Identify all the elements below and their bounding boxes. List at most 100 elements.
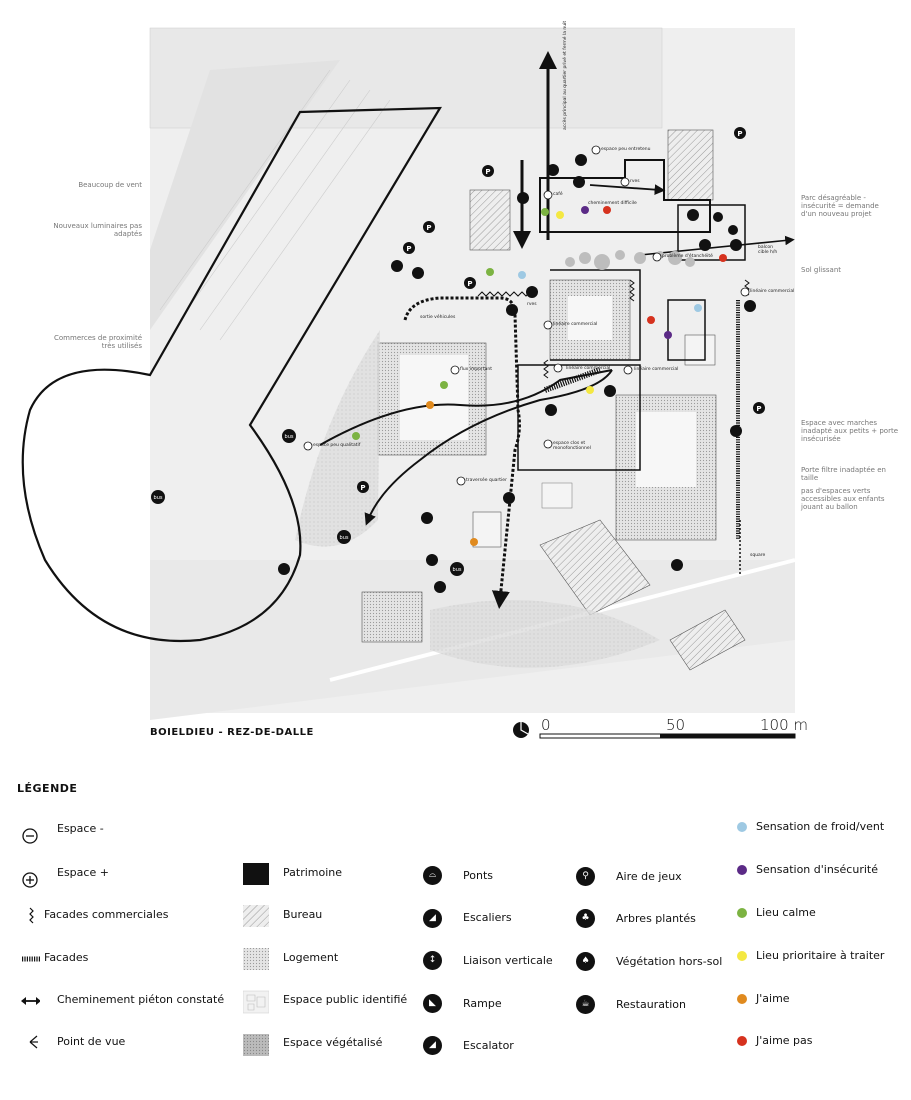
parking-icons: [357, 127, 765, 493]
annotation-vent: Beaucoup de vent: [78, 181, 142, 189]
legend-jaime: J'aime: [756, 992, 790, 1005]
dot-insecurite: [737, 865, 747, 875]
legend-title: LÉGENDE: [17, 782, 78, 795]
viewpoint-icon: [29, 1035, 38, 1049]
label-peu-qualitatif: espace peu qualitatif: [313, 443, 361, 448]
legend-arbres: Arbres plantés: [616, 912, 696, 925]
label-traversee: traversée quartier: [466, 478, 507, 483]
misc-black-symbols: [278, 154, 756, 593]
bureau-building: [469, 189, 511, 251]
swatch-espace-vegetalise: [243, 1034, 269, 1056]
legend-escaliers: Escaliers: [463, 911, 512, 924]
label-square: square: [750, 553, 766, 558]
escalator-icon: ◢: [423, 1036, 442, 1055]
label-clos: espace clos et monofonctionnel: [553, 441, 591, 451]
railway-loop: [21, 106, 442, 643]
legend-rampe: Rampe: [463, 997, 502, 1010]
label-lineaire-3: linéaire commercial: [634, 367, 679, 372]
bus-label-4: bus: [453, 567, 462, 573]
swatch-logement: [243, 948, 269, 970]
label-lineaire-4: linéaire commercial: [566, 366, 611, 371]
playground-icon: ⚲: [576, 867, 595, 886]
bus-stops: [151, 429, 464, 576]
label-rves: rves: [630, 179, 640, 184]
label-etancheite: problème d'étanchéité: [662, 254, 713, 259]
dot-jaime-pas: [737, 1036, 747, 1046]
legend-col2-swatches: [243, 905, 269, 1056]
legend-espace-plus: Espace +: [57, 866, 109, 879]
scale-100: 100 m: [760, 716, 809, 734]
scale-50: 50: [666, 716, 686, 734]
restaurant-icon: ☕: [576, 995, 595, 1014]
bus-label-2: bus: [154, 495, 163, 501]
dot-jaime: [737, 994, 747, 1004]
bus-label-3: bus: [340, 535, 349, 541]
legend-col1-symbols: [21, 828, 40, 1049]
legend-jaime-pas: J'aime pas: [756, 1034, 813, 1047]
annotation-porte: Porte filtre inadaptée en taille: [801, 466, 886, 482]
parking-label-5: P: [737, 130, 742, 138]
annotation-sol: Sol glissant: [801, 266, 841, 274]
legend-espace-moins: Espace -: [57, 822, 104, 835]
legend-cheminement: Cheminement piéton constaté: [57, 993, 225, 1006]
scale-0: 0: [541, 716, 551, 734]
ramp-icon: ◣: [423, 994, 442, 1013]
legend-facades-commerciales: Facades commerciales: [44, 908, 169, 921]
annotation-luminaires: Nouveaux luminaires pas adaptés: [53, 222, 142, 238]
dot-froid: [737, 822, 747, 832]
scale-bar: [539, 733, 796, 739]
parking-label-4: P: [467, 280, 472, 288]
label-balcon: balcon cible h/h: [758, 245, 778, 255]
label-acces: accès principal au quartier privé et fer…: [563, 20, 568, 130]
parking-label-7: P: [360, 484, 365, 492]
parking-label-2: P: [406, 245, 411, 253]
legend-point-de-vue: Point de vue: [57, 1035, 126, 1048]
legend-aire-de-jeux: Aire de jeux: [616, 870, 682, 883]
legend-calme: Lieu calme: [756, 906, 816, 919]
legend-espace-public: Espace public identifié: [283, 993, 408, 1006]
map-title: BOIELDIEU - REZ-DE-DALLE: [150, 727, 314, 738]
legend-restauration: Restauration: [616, 998, 687, 1011]
parking-label-1: P: [426, 224, 431, 232]
label-rves-2: rves: [527, 302, 537, 307]
legend-facades: Facades: [44, 951, 89, 964]
swatch-espace-public: [243, 990, 269, 1014]
plus-circle-icon: [22, 872, 38, 888]
legend-patrimoine: Patrimoine: [283, 866, 343, 879]
planter-icon: ♠: [576, 952, 595, 971]
legend-logement: Logement: [283, 951, 339, 964]
zigzag-icon: [29, 907, 34, 924]
legend-vegetation: Végétation hors-sol: [616, 955, 723, 968]
label-lineaire-1: linéaire commercial: [553, 322, 598, 327]
double-arrow-icon: [21, 997, 40, 1005]
vertical-link-icon: ↕: [423, 951, 442, 970]
vehicle-route: [403, 296, 521, 609]
legend-escalator: Escalator: [463, 1039, 514, 1052]
legend-ponts: Ponts: [463, 869, 493, 882]
bridge-icon: ⌓: [423, 866, 442, 885]
swatch-patrimoine: [243, 863, 269, 885]
parking-label-6: P: [756, 405, 761, 413]
swatch-bureau: [243, 905, 269, 927]
label-peu-entretenu: espace peu entretenu: [601, 147, 651, 152]
label-difficile: cheminement difficile: [588, 201, 637, 206]
annotation-espaces-verts: pas d'espaces verts accessibles aux enfa…: [801, 487, 885, 511]
label-lineaire-2: linéaire commercial: [750, 289, 795, 294]
legend-bureau: Bureau: [283, 908, 323, 921]
legend-prioritaire: Lieu prioritaire à traiter: [756, 949, 885, 962]
site-plan-map: bus bus bus bus P P P P P P P: [21, 27, 796, 739]
legend-espace-vegetalise: Espace végétalisé: [283, 1036, 383, 1049]
annotation-marches: Espace avec marches inadapté aux petits …: [801, 419, 899, 443]
annotation-parc: Parc désagréable - insécurité = demande …: [801, 194, 879, 218]
legend-liaison: Liaison verticale: [463, 954, 553, 967]
bus-label-1: bus: [285, 434, 294, 440]
legend-froid: Sensation de froid/vent: [756, 820, 885, 833]
parking-label-3: P: [485, 168, 490, 176]
annotation-commerces: Commerces de proximité très utilisés: [54, 334, 142, 350]
tree-icon: ♣: [576, 909, 595, 928]
label-sortie: sortie véhicules: [420, 315, 456, 320]
label-cafe: café: [553, 192, 563, 197]
minus-circle-icon: [22, 828, 38, 844]
label-flux: flux important: [460, 367, 493, 372]
dot-prioritaire: [737, 951, 747, 961]
